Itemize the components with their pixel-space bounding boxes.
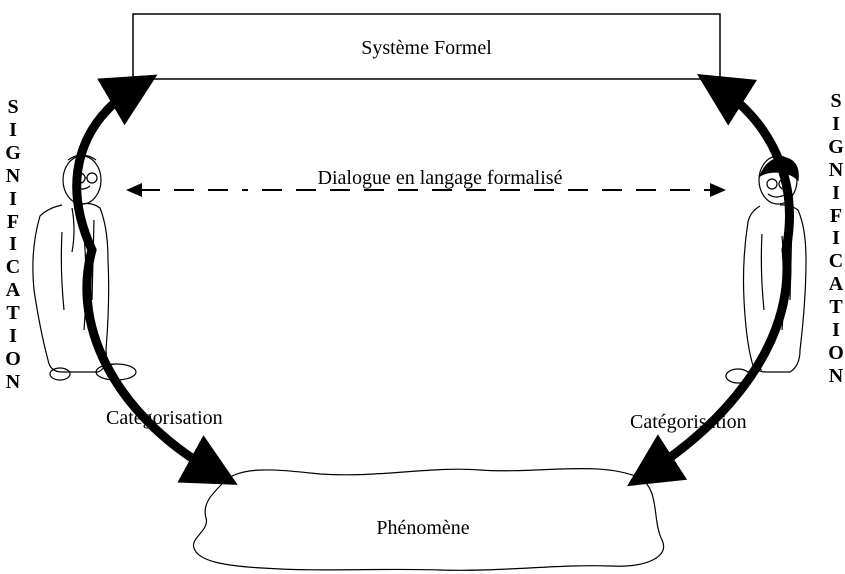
left-curve-arrow-up xyxy=(72,74,158,255)
signification-letter: I xyxy=(9,118,17,141)
signification-letter: C xyxy=(828,250,844,273)
signification-letter: T xyxy=(6,302,20,325)
left-curve-arrow-down xyxy=(82,245,238,485)
categorisation-left-label: Catégorisation xyxy=(106,407,223,429)
signification-letter: I xyxy=(9,187,17,210)
signification-letter: I xyxy=(832,227,840,250)
signification-letter: N xyxy=(5,370,21,393)
categorisation-right-label: Catégorisation xyxy=(630,411,747,433)
dialogue-label: Dialogue en langage formalisé xyxy=(317,167,563,189)
signification-letter: I xyxy=(832,319,840,342)
signification-letter: N xyxy=(828,158,844,181)
signification-letter: I xyxy=(9,325,17,348)
signification-letter: S xyxy=(7,96,19,118)
signification-letter: G xyxy=(5,141,21,164)
signification-letter: F xyxy=(6,210,20,233)
signification-left-label: S I G N I F I C A T I O N xyxy=(0,96,26,394)
signification-right-label: S I G N I F I C A T I O N xyxy=(823,90,845,388)
dialogue-arrowhead-right xyxy=(710,183,726,197)
phenomene-cloud-shape xyxy=(192,467,665,571)
system-formel-box xyxy=(132,13,721,80)
signification-letter: O xyxy=(5,347,21,370)
signification-letter: A xyxy=(5,279,21,302)
right-curve-arrow-down xyxy=(627,245,792,487)
signification-letter: T xyxy=(829,296,843,319)
right-curve-arrow-up xyxy=(696,74,794,255)
signification-letter: F xyxy=(829,204,843,227)
signification-letter: I xyxy=(832,112,840,135)
system-formel-label: Système Formel xyxy=(361,37,492,59)
signification-letter: I xyxy=(9,233,17,256)
signification-letter: N xyxy=(828,364,844,387)
signification-letter: N xyxy=(5,164,21,187)
dialogue-arrowhead-left xyxy=(126,183,142,197)
signification-letter: C xyxy=(5,256,21,279)
signification-letter: O xyxy=(828,341,844,364)
signification-letter: I xyxy=(832,181,840,204)
phenomene-label: Phénomène xyxy=(376,517,470,539)
signification-letter: A xyxy=(828,273,844,296)
signification-letter: G xyxy=(828,135,844,158)
signification-letter: S xyxy=(830,90,842,112)
